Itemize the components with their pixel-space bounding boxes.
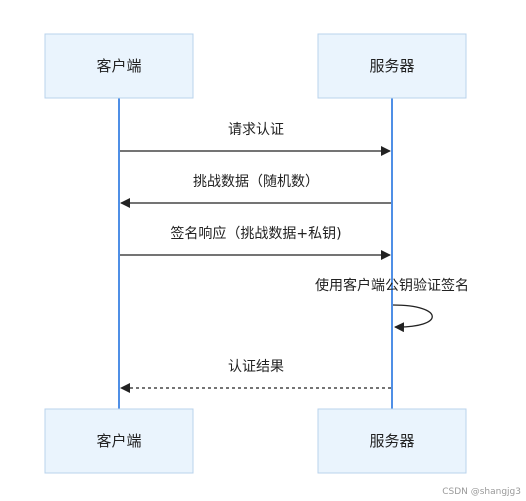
message-request-auth-label: 请求认证 bbox=[228, 122, 284, 138]
client-participant-top: 客户端 bbox=[44, 33, 194, 99]
message-challenge-label: 挑战数据（随机数） bbox=[193, 174, 319, 190]
watermark-text: CSDN @shangjg3 bbox=[442, 487, 521, 497]
message-signed-response-label: 签名响应（挑战数据+私钥) bbox=[170, 225, 341, 242]
client-label-top: 客户端 bbox=[96, 57, 141, 75]
message-request-auth: 请求认证 bbox=[120, 122, 391, 156]
message-challenge: 挑战数据（随机数） bbox=[120, 174, 391, 208]
message-verify-signature-label: 使用客户端公钥验证签名 bbox=[315, 277, 469, 294]
message-auth-result: 认证结果 bbox=[120, 359, 391, 393]
message-auth-result-label: 认证结果 bbox=[228, 359, 284, 375]
server-label-bottom: 服务器 bbox=[369, 432, 414, 450]
server-participant-top: 服务器 bbox=[317, 33, 467, 99]
client-participant-bottom: 客户端 bbox=[44, 408, 194, 474]
server-participant-bottom: 服务器 bbox=[317, 408, 467, 474]
message-signed-response: 签名响应（挑战数据+私钥) bbox=[120, 225, 391, 260]
server-label-top: 服务器 bbox=[369, 57, 414, 75]
client-label-bottom: 客户端 bbox=[96, 432, 141, 450]
message-verify-signature: 使用客户端公钥验证签名 bbox=[315, 277, 469, 333]
message-verify-signature-arrow bbox=[392, 304, 433, 333]
